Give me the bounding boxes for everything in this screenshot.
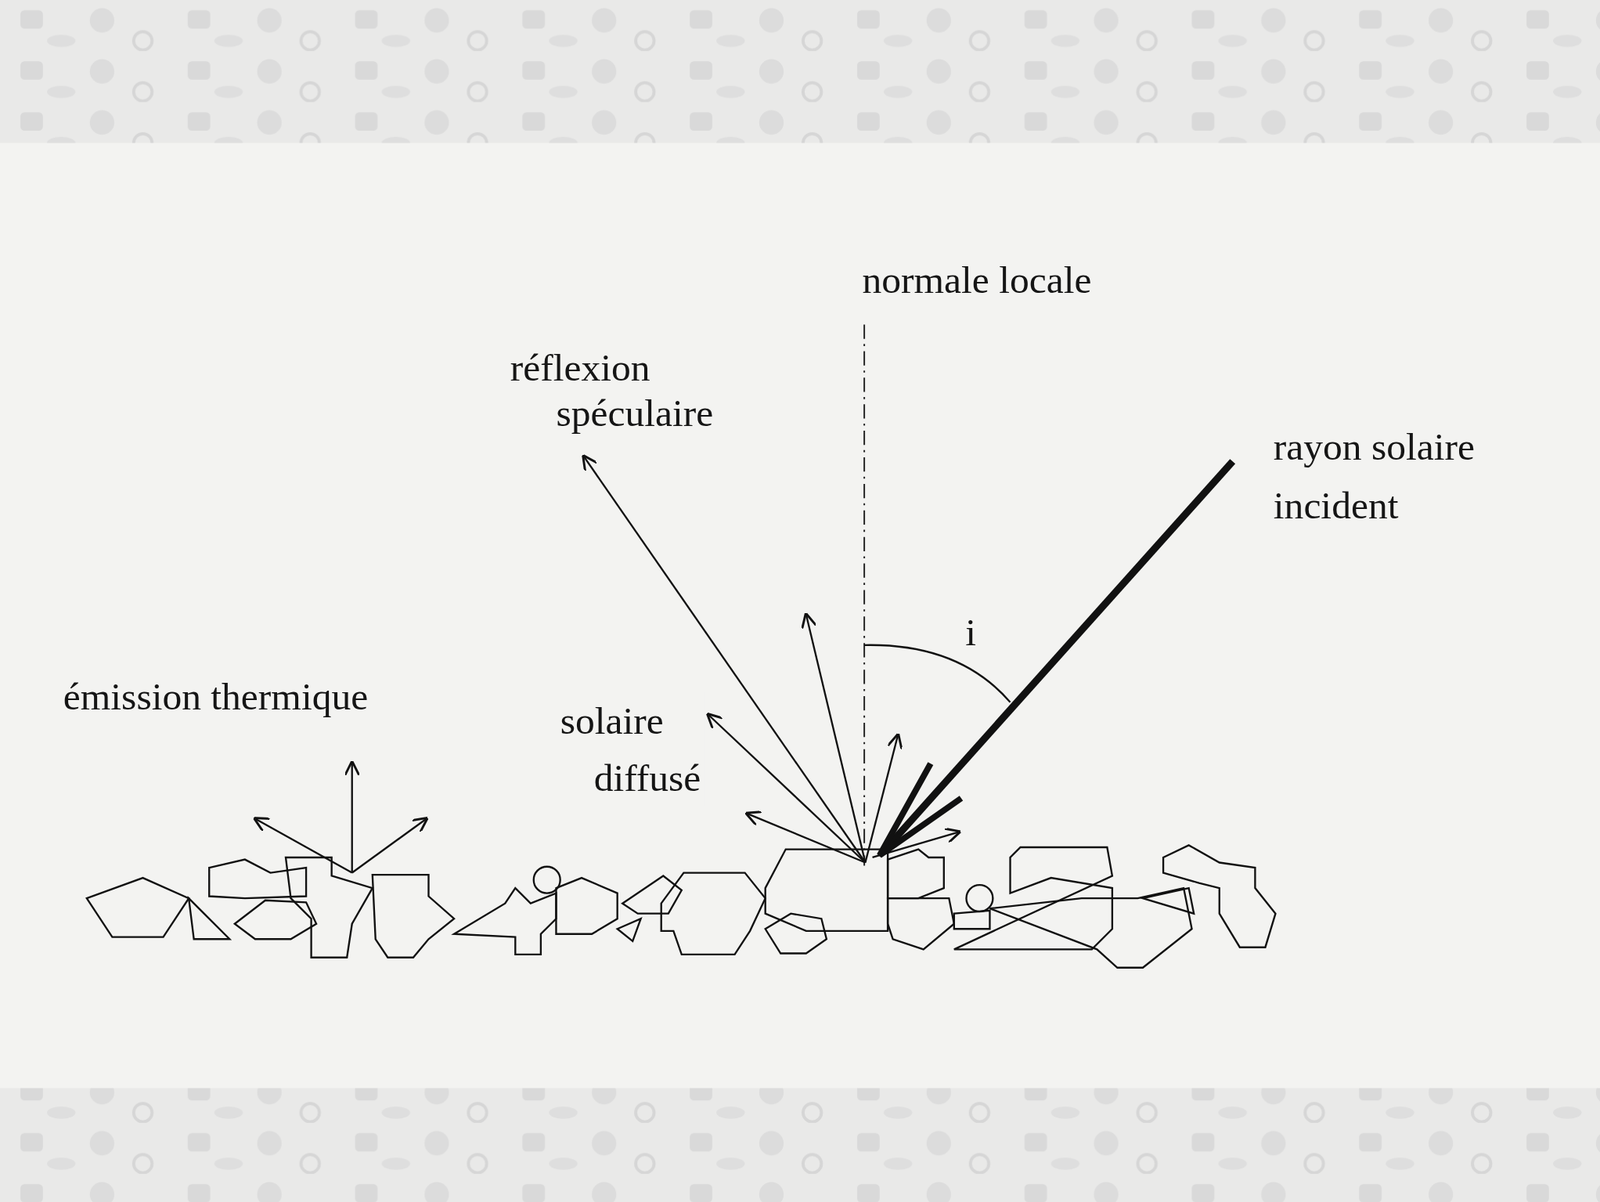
thermal-emission-label: émission thermique [63,673,368,718]
incident-arrowhead [879,763,962,855]
normal-label: normale locale [862,256,1092,302]
incident-ray-label: rayon solaire incident [1273,416,1539,535]
local-normal-line [863,324,865,866]
incident-sun-ray [882,461,1233,852]
thermal-emission-rays [255,762,427,873]
top-band [0,0,1600,143]
bottom-band [0,1088,1600,1202]
specular-label: réflexion spéculaire [510,345,714,436]
bottom-watermark [0,1088,1600,1202]
incidence-angle-arc [864,645,1010,703]
angle-label: i [965,609,977,654]
top-watermark [0,0,1600,143]
regolith-grains [86,844,1276,967]
diffuse-label: solaire diffusé [555,691,705,807]
